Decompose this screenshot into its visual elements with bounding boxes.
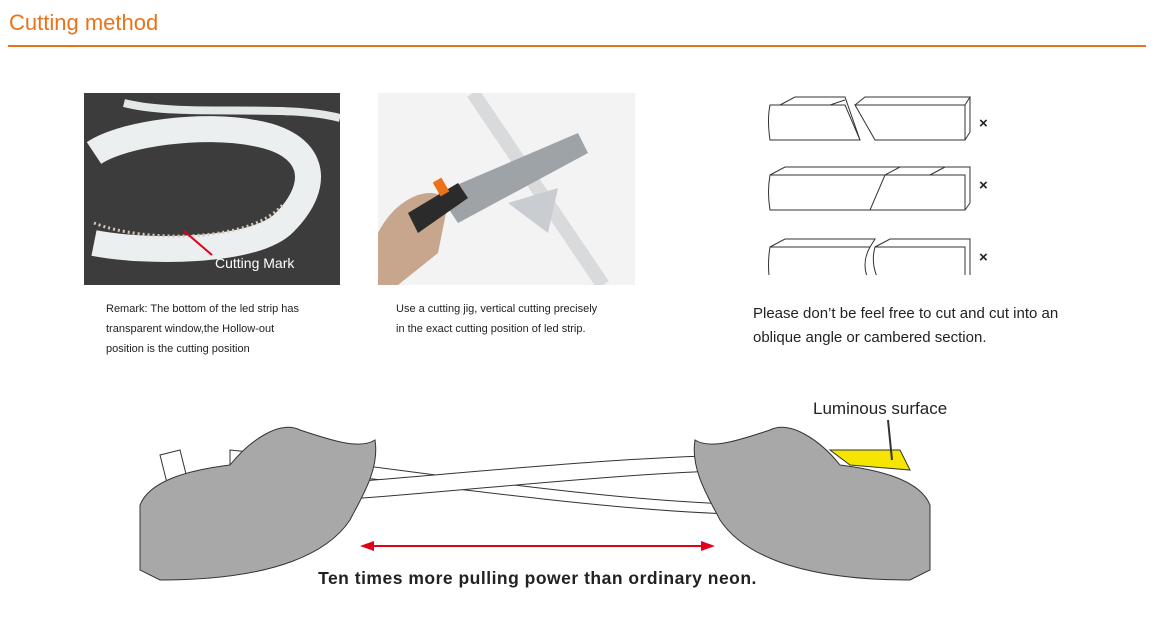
led-strip-photo: Cutting Mark xyxy=(84,93,340,285)
caption-line: Remark: The bottom of the led strip has xyxy=(106,303,299,315)
cutting-jig-photo xyxy=(378,93,635,285)
caption-line: position is the cutting position xyxy=(106,343,250,355)
wrong-mark-icon: × xyxy=(979,177,988,194)
cutting-warning: Please don’t be feel free to cut and cut… xyxy=(753,302,1113,350)
pulling-illustration xyxy=(139,419,931,581)
caption-line: transparent window,the Hollow-out xyxy=(106,323,275,335)
section-title: Cutting method xyxy=(9,10,159,35)
warning-line: oblique angle or cambered section. xyxy=(753,329,987,346)
pulling-power-caption: Ten times more pulling power than ordina… xyxy=(318,568,757,588)
wrong-mark-icon: × xyxy=(979,249,988,266)
wrong-cut-diagrams xyxy=(768,96,971,275)
photo1-caption: Remark: The bottom of the led strip has … xyxy=(106,299,346,359)
cutting-mark-label: Cutting Mark xyxy=(215,255,295,271)
photo2-caption: Use a cutting jig, vertical cutting prec… xyxy=(396,299,636,339)
warning-line: Please don’t be feel free to cut and cut… xyxy=(753,305,1059,322)
luminous-surface-label: Luminous surface xyxy=(813,399,948,418)
caption-line: Use a cutting jig, vertical cutting prec… xyxy=(396,303,598,315)
caption-line: in the exact cutting position of led str… xyxy=(396,323,586,335)
wrong-mark-icon: × xyxy=(979,115,988,132)
title-divider xyxy=(8,45,1146,47)
